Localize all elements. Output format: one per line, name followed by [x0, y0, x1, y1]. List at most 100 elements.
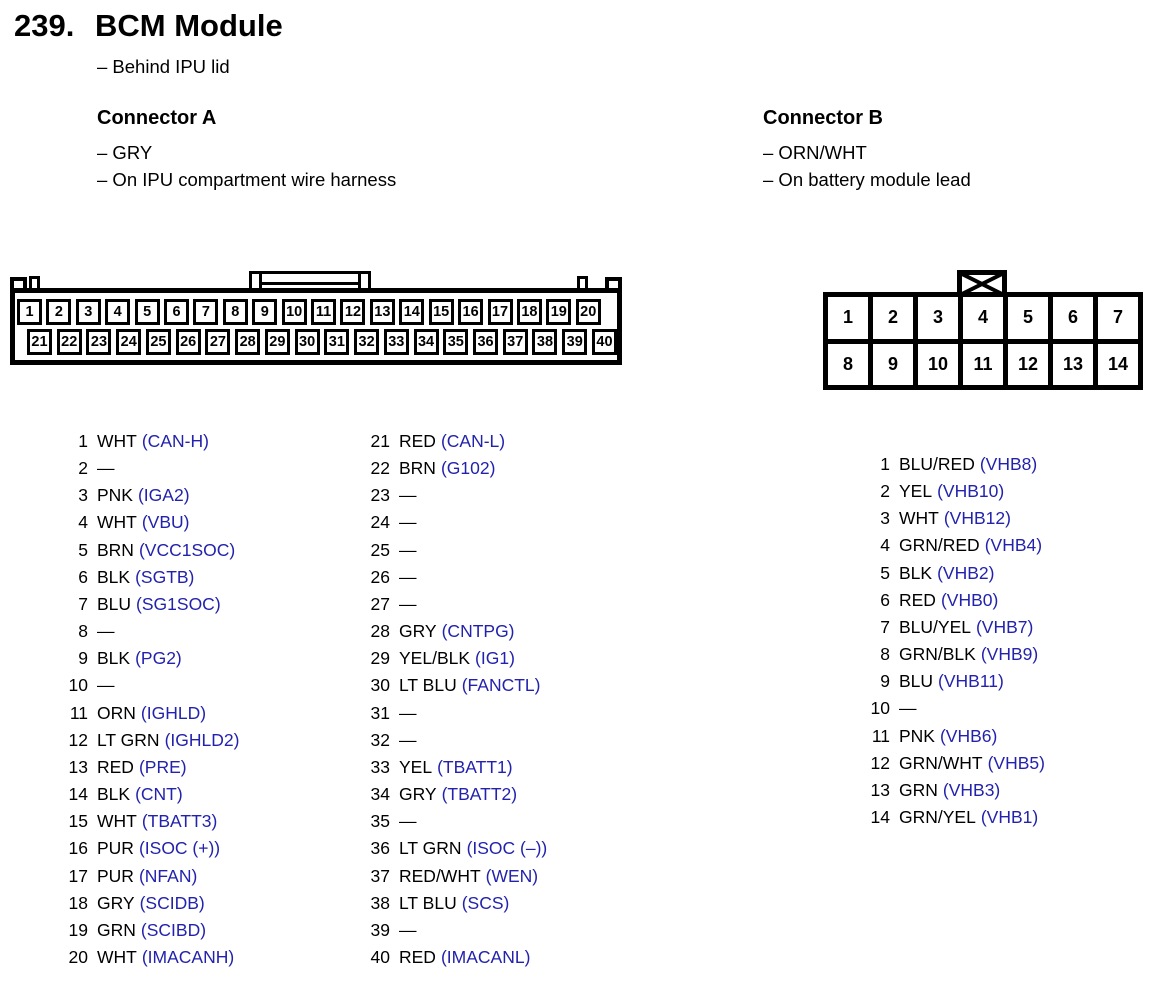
pin-number: 13 [68, 756, 88, 777]
connector-a-pin-cell: 34 [413, 329, 439, 355]
pin-number: 18 [68, 892, 88, 913]
wire-color: BLK [899, 562, 933, 583]
connector-a-color-note: – GRY [97, 142, 153, 163]
connector-a-pin-row: 2— [60, 455, 239, 482]
pin-number: 2 [880, 481, 890, 502]
location-note: – Behind IPU lid [97, 56, 230, 77]
wire-color: GRN/RED [899, 535, 980, 556]
pin-number: 29 [370, 648, 390, 669]
connector-a-pin-cell: 27 [205, 329, 231, 355]
connector-a-pin-cell: 10 [281, 299, 307, 325]
connector-a-pin-cell: 28 [235, 329, 261, 355]
pin-number: 8 [880, 644, 890, 665]
signal-name: (VHB10) [937, 481, 1005, 502]
pin-number: 8 [78, 621, 88, 642]
connector-a-pin-cell: 6 [164, 299, 190, 325]
signal-name: (TBATT2) [441, 784, 518, 805]
connector-a-pin-cell: 14 [399, 299, 425, 325]
signal-name: (IG1) [475, 648, 515, 669]
pin-number: 28 [370, 621, 390, 642]
signal-name: (VBU) [141, 512, 190, 533]
pin-number: 23 [370, 485, 390, 506]
pin-number: 6 [78, 566, 88, 587]
pin-number: 2 [78, 458, 88, 479]
pin-number: 1 [78, 431, 88, 451]
signal-name: (TBATT1) [437, 756, 513, 777]
signal-name: (VHB0) [940, 589, 999, 610]
connector-b-pin-cell: 9 [873, 343, 913, 385]
wire-color: — [399, 593, 417, 614]
pin-number: 35 [370, 811, 390, 832]
signal-name: (VHB7) [975, 616, 1034, 637]
pin-number: 7 [880, 616, 890, 637]
wire-color: GRY [399, 784, 437, 805]
wire-color: BLK [97, 784, 131, 805]
connector-a-pin-cell: 21 [27, 329, 52, 355]
pin-number: 1 [880, 454, 890, 474]
wire-color: PUR [97, 865, 134, 886]
pin-number: 40 [370, 946, 390, 967]
wire-color: WHT [97, 431, 137, 451]
pin-number: 5 [78, 539, 88, 560]
signal-name: (ISOC (+)) [138, 838, 221, 859]
wire-color: — [97, 458, 115, 479]
connector-a-latch [249, 271, 371, 293]
signal-name: (CNT) [135, 784, 183, 805]
wire-color: PNK [97, 485, 133, 506]
connector-b-color-note: – ORN/WHT [763, 142, 867, 163]
signal-name: (CAN-L) [440, 431, 506, 451]
pin-number: 10 [68, 675, 88, 696]
wire-color: BLU/RED [899, 454, 975, 474]
connector-a-pin-cell: 19 [546, 299, 572, 325]
pin-number: 26 [370, 566, 390, 587]
connector-a-pin-cell: 15 [428, 299, 454, 325]
pin-number: 5 [880, 562, 890, 583]
signal-name: (IGA2) [137, 485, 190, 506]
wire-color: ORN [97, 702, 136, 723]
signal-name: (VCC1SOC) [138, 539, 236, 560]
wire-color: YEL/BLK [399, 648, 471, 669]
wire-color: WHT [97, 811, 137, 832]
connector-b-pin-cell: 1 [828, 297, 868, 339]
pin-number: 30 [370, 675, 390, 696]
wire-color: — [399, 566, 417, 587]
pin-number: 12 [68, 729, 88, 750]
wire-color: GRY [97, 892, 135, 913]
connector-a-pin-row: 24— [362, 509, 547, 536]
connector-a-pin-cell: 24 [116, 329, 142, 355]
wire-color: — [399, 539, 417, 560]
signal-name: (TBATT3) [141, 811, 218, 832]
signal-name: (SCS) [461, 892, 510, 913]
connector-b-pin-row: 10— [862, 695, 1045, 722]
signal-name: (VHB4) [984, 535, 1043, 556]
pin-number: 24 [370, 512, 390, 533]
wire-color: RED/WHT [399, 865, 481, 886]
connector-a-pin-row: 39— [362, 917, 547, 944]
pin-number: 4 [78, 512, 88, 533]
signal-name: (VHB6) [939, 725, 998, 746]
signal-name: (SCIDB) [139, 892, 205, 913]
connector-a-pin-cell: 18 [516, 299, 542, 325]
connector-a-pin-row: 32— [362, 727, 547, 754]
connector-a-pin-cell: 37 [502, 329, 528, 355]
connector-a-pin-cell: 22 [56, 329, 82, 355]
pin-number: 38 [370, 892, 390, 913]
